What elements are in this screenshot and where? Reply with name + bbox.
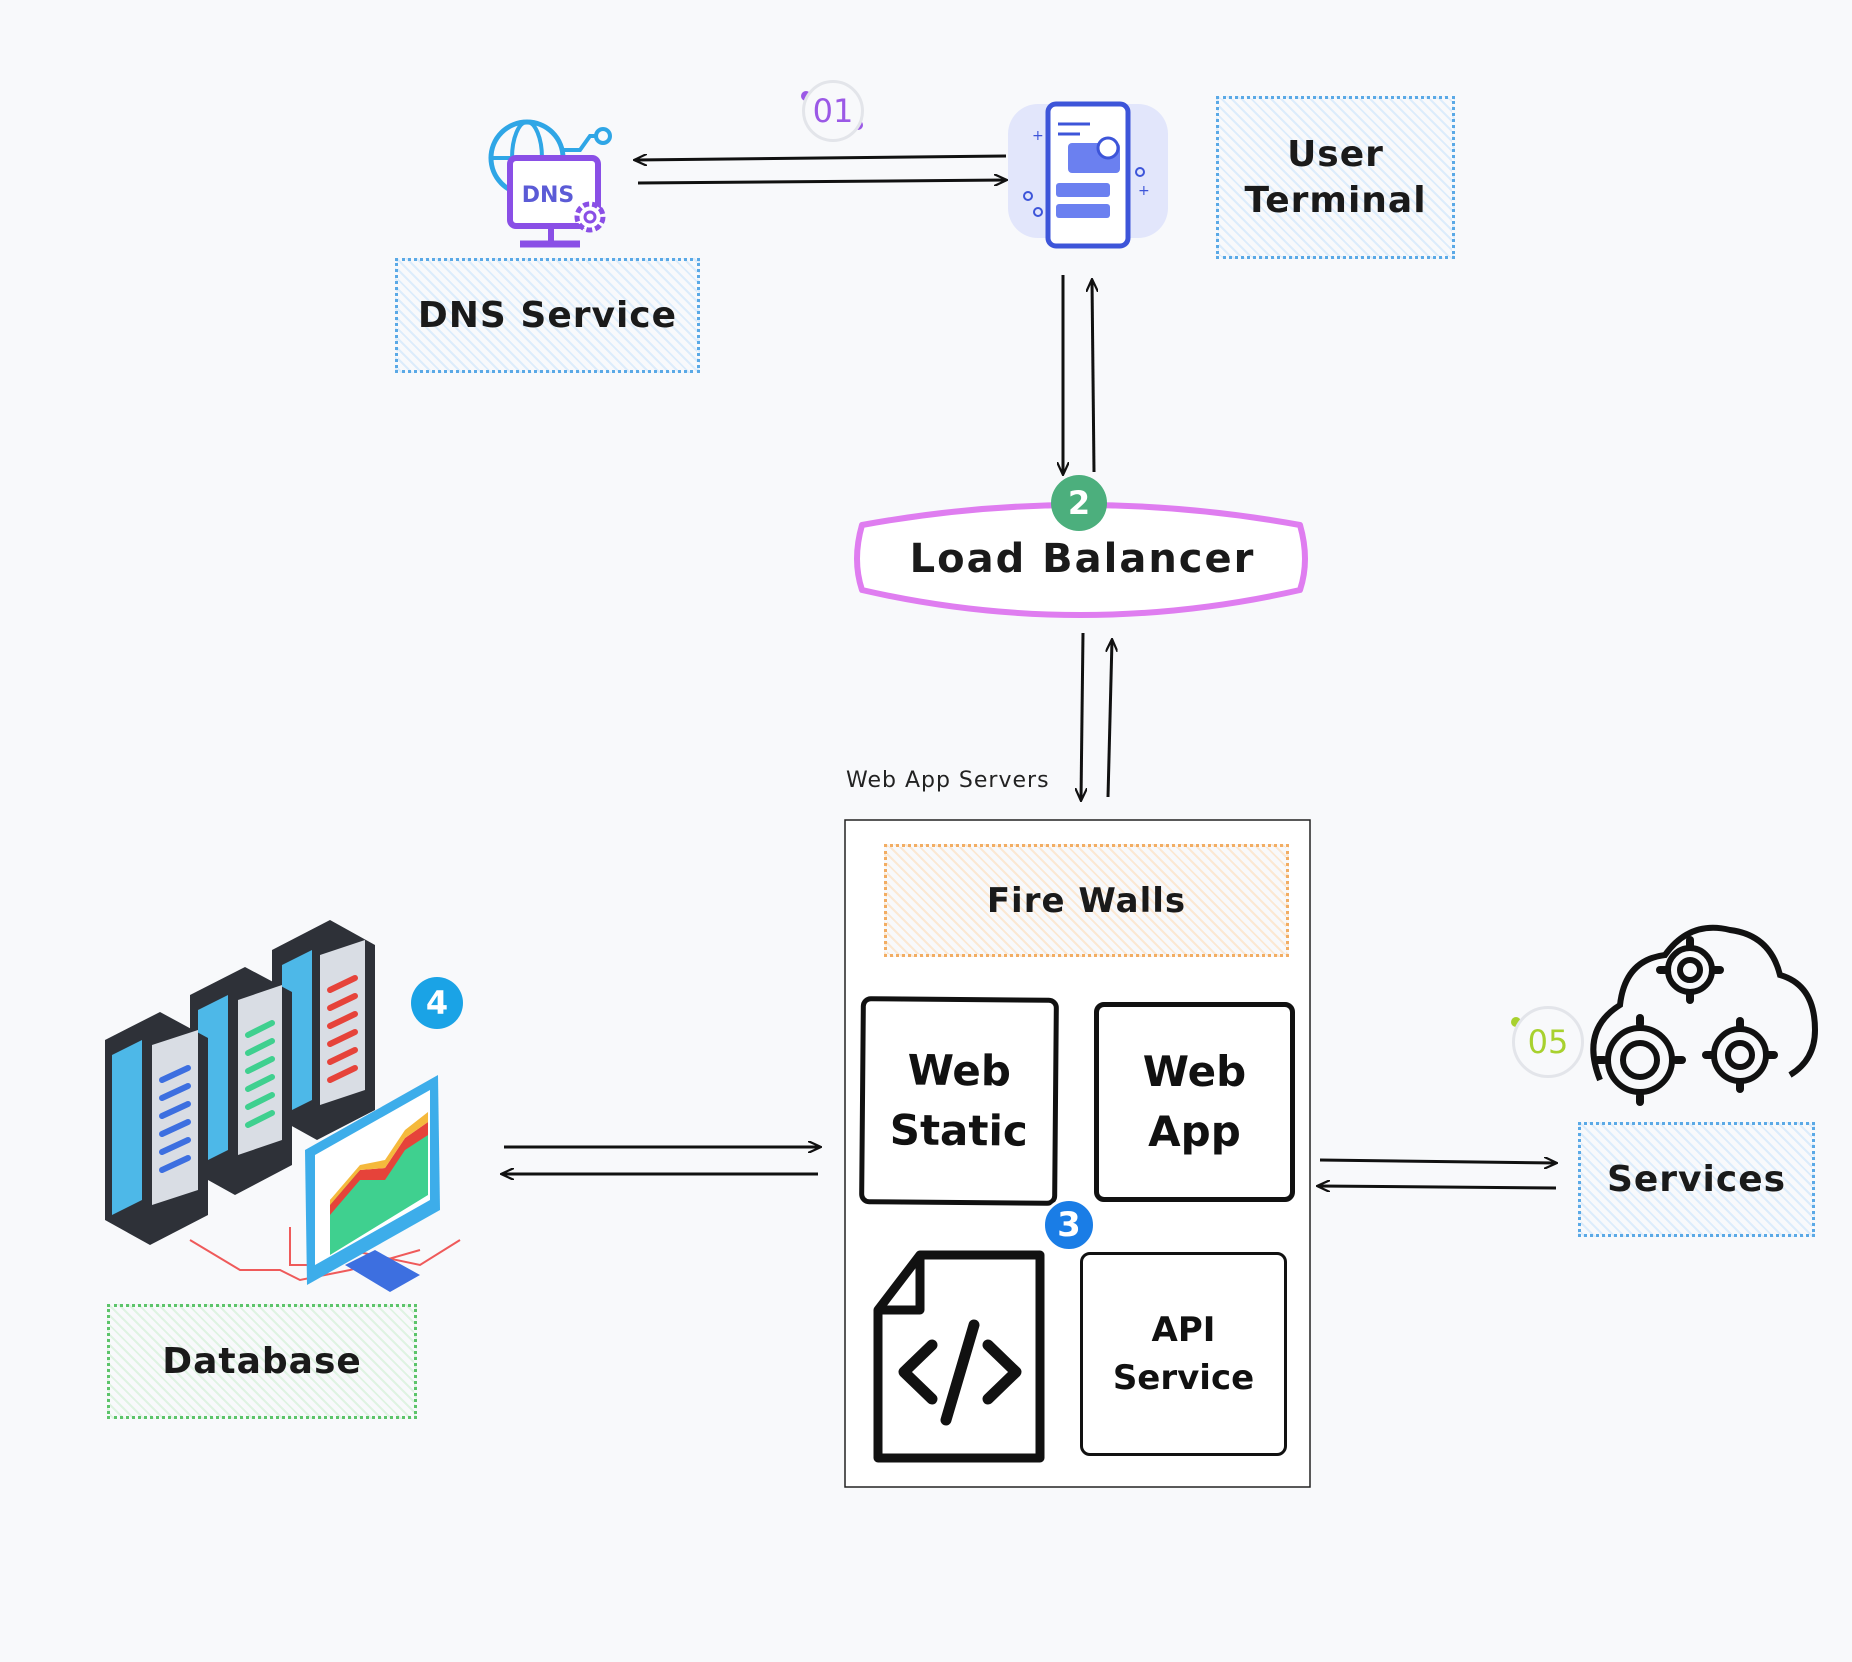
svg-text:+: +	[1138, 183, 1150, 199]
web-app-servers-title: Web App Servers	[846, 768, 1050, 793]
user-terminal-text: User Terminal	[1244, 133, 1427, 221]
arrow-servers-to-lb	[1108, 640, 1112, 798]
step-three-text: 3	[1057, 1205, 1081, 1245]
user-terminal-label[interactable]: User Terminal	[1216, 96, 1455, 259]
dns-monitor-icon: DNS	[488, 119, 612, 248]
database-label[interactable]: Database	[107, 1304, 417, 1419]
step-two-text: 2	[1067, 484, 1091, 522]
arrow-lb-to-user	[1092, 280, 1094, 473]
step-three-badge: 3	[1042, 1198, 1096, 1252]
svg-text:+: +	[1032, 128, 1044, 144]
load-balancer-text: Load Balancer	[909, 536, 1256, 582]
code-file-icon	[873, 1250, 1045, 1463]
arrow-services-to-servers	[1318, 1186, 1557, 1188]
dns-service-text: DNS Service	[417, 294, 678, 336]
database-text: Database	[162, 1340, 362, 1382]
web-app-card[interactable]: Web App	[1094, 1002, 1295, 1202]
step-one-text: 01	[812, 92, 854, 130]
step-five-text: 05	[1527, 1023, 1569, 1061]
web-static-card[interactable]: Web Static	[859, 996, 1059, 1206]
step-five-badge: 05	[1512, 1006, 1584, 1078]
api-service-card[interactable]: API Service	[1080, 1252, 1287, 1456]
load-balancer-label: Load Balancer	[880, 528, 1285, 590]
fire-walls-label[interactable]: Fire Walls	[884, 844, 1289, 957]
arrow-dns-to-user	[637, 180, 1006, 183]
step-four-text: 4	[425, 984, 449, 1022]
server-racks-icon	[105, 920, 461, 1292]
mobile-phone-icon: + +	[1008, 101, 1168, 249]
step-one-badge: 01	[802, 80, 864, 142]
dns-service-label[interactable]: DNS Service	[395, 258, 700, 373]
step-two-badge: 2	[1051, 475, 1107, 531]
services-text: Services	[1606, 1158, 1787, 1200]
fire-walls-text: Fire Walls	[986, 880, 1187, 921]
arrow-lb-to-servers	[1081, 632, 1083, 800]
cloud-gears-icon	[1590, 924, 1819, 1106]
web-app-text: Web App	[1142, 1047, 1247, 1156]
dns-icon-text: DNS	[522, 183, 575, 208]
arrow-servers-to-services	[1319, 1160, 1556, 1163]
services-label[interactable]: Services	[1578, 1122, 1815, 1237]
api-service-text: API Service	[1112, 1310, 1255, 1398]
step-four-badge: 4	[411, 977, 463, 1029]
arrow-user-to-dns	[635, 156, 1007, 160]
web-static-text: Web Static	[889, 1045, 1028, 1156]
